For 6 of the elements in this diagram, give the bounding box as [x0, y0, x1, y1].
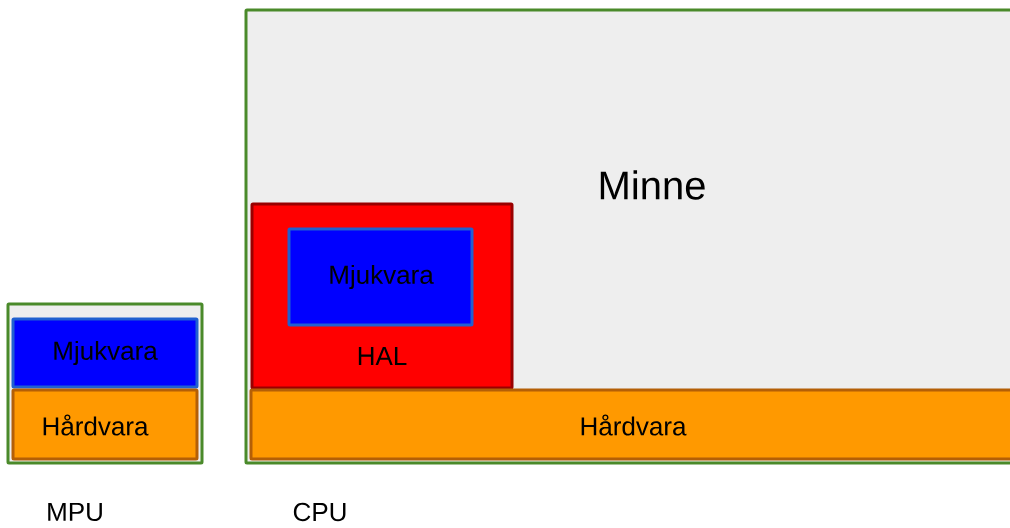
node-label: MPU	[48, 502, 102, 522]
hardware-box: Hårdvara	[11, 388, 199, 461]
node-label: CPU	[293, 502, 346, 522]
software-box: Mjukvara	[11, 317, 199, 389]
hardware-box: Hårdvara	[249, 388, 1010, 461]
software-box: Mjukvara	[287, 227, 474, 327]
